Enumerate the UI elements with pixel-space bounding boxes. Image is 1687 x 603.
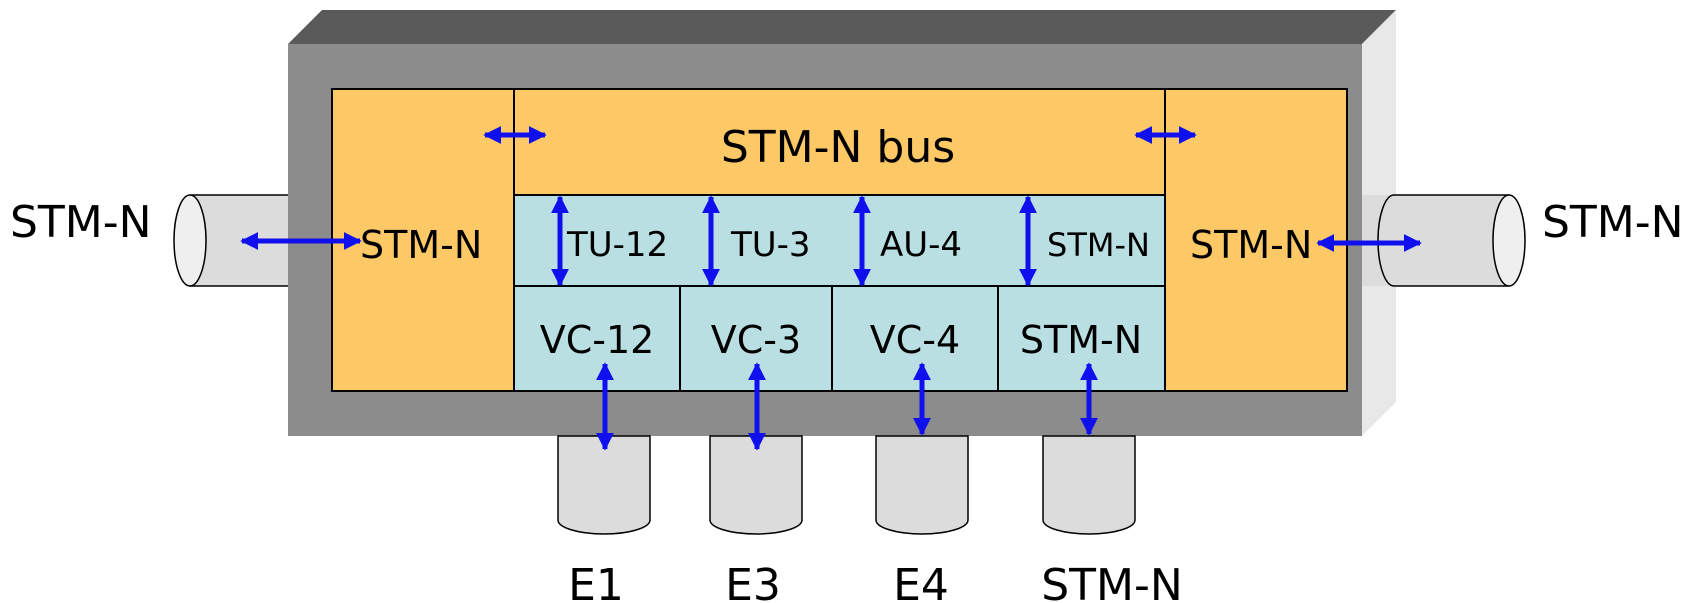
tributary-label-4: STM-N (1041, 560, 1183, 603)
tu-row-block (513, 194, 1166, 287)
left-block-label: STM-N (360, 223, 482, 267)
left-port-label: STM-N (10, 197, 152, 248)
box-top-face (288, 10, 1396, 44)
tributary-label-3: E4 (893, 560, 949, 603)
tributary-cylinder-e1 (557, 435, 651, 535)
tu-label-1: TU-12 (566, 225, 668, 265)
vc-label-2: VC-3 (711, 318, 801, 362)
vc-label-3: VC-4 (870, 318, 960, 362)
tributary-label-2: E3 (725, 560, 781, 603)
tu-label-3: AU-4 (880, 225, 962, 265)
vc-label-1: VC-12 (540, 318, 655, 362)
bus-label: STM-N bus (721, 122, 955, 173)
right-block-label: STM-N (1190, 223, 1312, 267)
tributary-cylinders (557, 435, 1136, 535)
tu-label-4: STM-N (1047, 226, 1150, 264)
tu-label-2: TU-3 (730, 225, 811, 265)
tributary-cylinder-e4 (875, 435, 969, 535)
vc-label-4: STM-N (1020, 318, 1142, 362)
right-port-label: STM-N (1542, 197, 1684, 248)
stm-bus-block (513, 88, 1166, 196)
tributary-label-1: E1 (568, 560, 624, 603)
tributary-cylinder-stm-n (1042, 435, 1136, 535)
signal-arrows (240, 126, 1422, 451)
tributary-cylinder-e3 (709, 435, 803, 535)
